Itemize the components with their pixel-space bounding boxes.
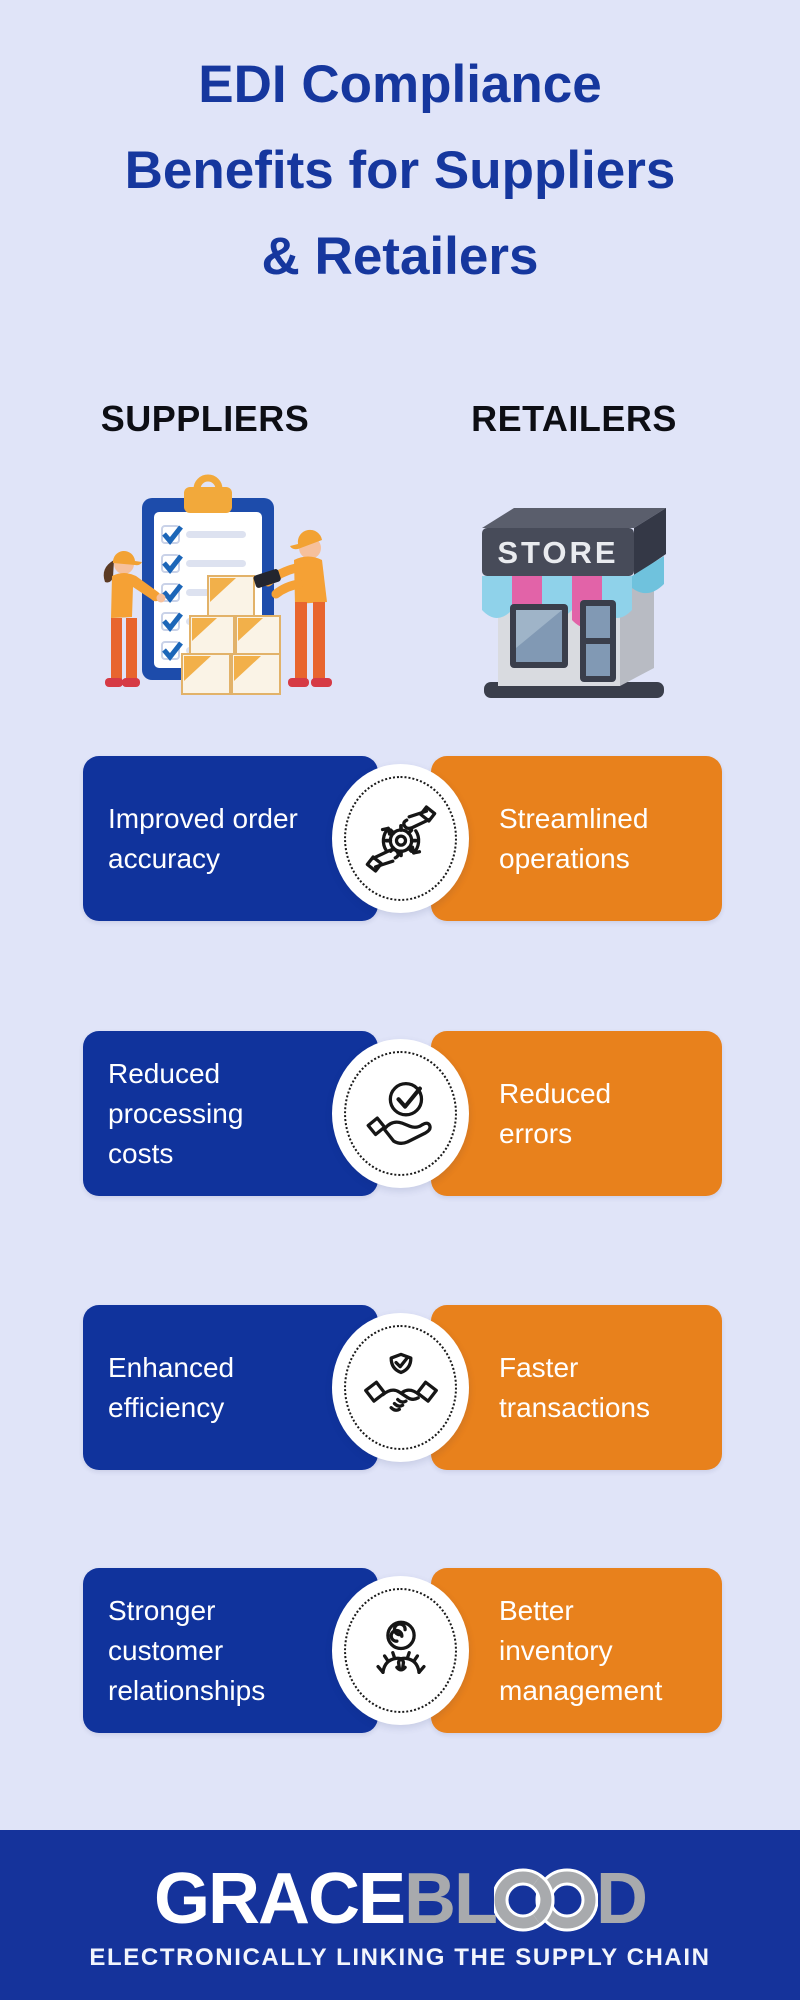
store-illustration: STORE <box>482 508 666 698</box>
supplier-benefit-card: Stronger customer relationships <box>83 1568 378 1733</box>
retailers-column-header: RETAILERS <box>471 398 677 439</box>
title-line-1: EDI Compliance <box>198 55 602 114</box>
row-icon-badge <box>332 1313 469 1462</box>
logo-bl-text: BL <box>404 1858 498 1939</box>
suppliers-illustration <box>103 474 332 695</box>
benefit-row: Reduced processing costs Reduced errors <box>0 1031 800 1196</box>
row-icon-badge <box>332 1039 469 1188</box>
hands-gear-cycle-icon <box>365 804 436 873</box>
retailer-benefit-card: Better inventory management <box>431 1568 722 1733</box>
supplier-benefit-text: Reduced processing costs <box>108 1057 244 1169</box>
row-icon-badge <box>332 1576 469 1725</box>
chain-links-icon <box>494 1868 598 1931</box>
supplier-benefit-card: Reduced processing costs <box>83 1031 378 1196</box>
retailer-benefit-text: Faster transactions <box>499 1351 650 1423</box>
title-line-3: & Retailers <box>261 227 539 286</box>
title-line-2: Benefits for Suppliers <box>124 141 676 200</box>
supplier-benefit-card: Enhanced efficiency <box>83 1305 378 1470</box>
retailer-benefit-text: Reduced errors <box>499 1077 612 1149</box>
supplier-benefit-text: Stronger customer relationships <box>108 1594 266 1706</box>
worker-right <box>253 529 332 687</box>
benefit-row: Stronger customer relationships Better i… <box>0 1568 800 1733</box>
handshake-shield-icon <box>363 1352 438 1412</box>
retailer-benefit-card: Reduced errors <box>431 1031 722 1196</box>
store-sign-label: STORE <box>497 535 618 570</box>
boxes-stack <box>181 575 281 695</box>
supplier-benefit-text: Enhanced efficiency <box>108 1351 235 1423</box>
retailer-benefit-card: Faster transactions <box>431 1305 722 1470</box>
page-title: EDI Compliance Benefits for Suppliers & … <box>0 42 800 300</box>
hands-holding-chain-link-icon <box>375 1620 426 1674</box>
retailer-benefit-text: Better inventory management <box>499 1594 663 1706</box>
hand-holding-check-icon <box>366 1081 432 1145</box>
worker-left <box>103 550 166 687</box>
footer-tagline: ELECTRONICALLY LINKING THE SUPPLY CHAIN <box>89 1943 711 1971</box>
retailer-benefit-text: Streamlined operations <box>499 802 649 874</box>
logo-grace-text: GRACE <box>154 1858 406 1939</box>
retailer-benefit-card: Streamlined operations <box>431 756 722 921</box>
supplier-benefit-text: Improved order accuracy <box>108 802 298 874</box>
benefit-row: Enhanced efficiency Faster transactions <box>0 1305 800 1470</box>
supplier-benefit-card: Improved order accuracy <box>83 756 378 921</box>
logo-d-text: D <box>596 1858 648 1939</box>
suppliers-column-header: SUPPLIERS <box>100 398 310 439</box>
row-icon-badge <box>332 764 469 913</box>
benefit-row: Improved order accuracy Streamlined oper… <box>0 756 800 921</box>
